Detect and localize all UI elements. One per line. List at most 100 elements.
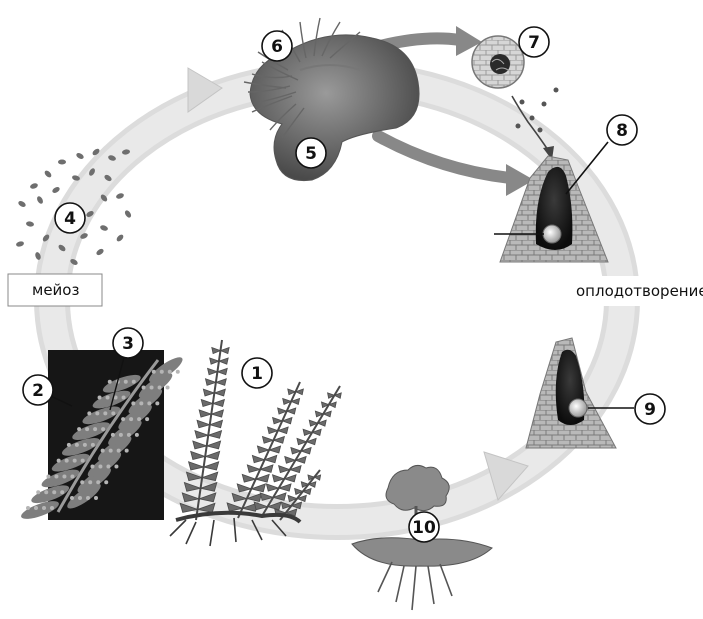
marker-6: 6 xyxy=(262,31,292,61)
marker-9: 9 xyxy=(635,394,665,424)
sorus xyxy=(109,449,113,453)
fern-pinna xyxy=(213,399,225,406)
sorus xyxy=(90,464,94,468)
marker-number: 4 xyxy=(64,209,76,229)
fern-pinna xyxy=(208,431,221,439)
marker-5: 5 xyxy=(296,138,326,168)
sorus xyxy=(67,443,71,447)
sorus xyxy=(34,506,38,510)
marker-8: 8 xyxy=(607,115,637,145)
fern-pinna xyxy=(211,410,223,417)
fern-pinna xyxy=(242,474,255,482)
sorus xyxy=(91,443,95,447)
sorus xyxy=(176,370,180,374)
sorus xyxy=(111,411,115,415)
sorus xyxy=(150,386,154,390)
sorus xyxy=(62,474,66,478)
sorus xyxy=(75,443,79,447)
sorus xyxy=(65,459,69,463)
marker-number: 10 xyxy=(412,518,436,538)
marker-number: 7 xyxy=(528,33,540,53)
sorus xyxy=(96,480,100,484)
sorus xyxy=(77,427,81,431)
sorus xyxy=(147,401,151,405)
antheridium-with-sperm xyxy=(472,36,524,88)
marker-number: 9 xyxy=(644,400,656,420)
sorus xyxy=(124,380,128,384)
meiosis-label: мейоз xyxy=(32,281,79,299)
sorus xyxy=(101,449,105,453)
sorus xyxy=(125,449,129,453)
sorus xyxy=(26,506,30,510)
fern-pinna xyxy=(207,441,221,449)
sorus xyxy=(119,433,123,437)
fern-pinna xyxy=(208,368,218,374)
marker-number: 8 xyxy=(616,121,628,141)
fern-pinna xyxy=(197,420,210,427)
sorus xyxy=(95,411,99,415)
fern-pinna xyxy=(201,399,213,406)
marker-4: 4 xyxy=(55,203,85,233)
marker-number: 1 xyxy=(251,364,263,384)
sorus xyxy=(155,401,159,405)
sorus xyxy=(121,417,125,421)
sorus xyxy=(98,396,102,400)
marker-number: 6 xyxy=(271,37,283,57)
sorus xyxy=(129,417,133,421)
fern-pinna xyxy=(205,451,220,459)
sorus xyxy=(145,417,149,421)
sorus xyxy=(94,496,98,500)
sorus xyxy=(142,386,146,390)
sorus xyxy=(103,411,107,415)
sorus xyxy=(54,474,58,478)
fern-pinna xyxy=(237,484,251,492)
fern-pinna xyxy=(189,462,204,470)
sorus xyxy=(57,459,61,463)
fern-pinna xyxy=(203,389,214,396)
marker-number: 3 xyxy=(122,334,134,354)
fern-pinna xyxy=(210,420,223,427)
sorus xyxy=(108,380,112,384)
sorus xyxy=(158,386,162,390)
sorus xyxy=(80,480,84,484)
sorus xyxy=(70,496,74,500)
fern-pinna xyxy=(199,410,211,417)
sorus xyxy=(98,464,102,468)
fern-pinna xyxy=(214,389,225,396)
marker-7: 7 xyxy=(519,27,549,57)
sorus xyxy=(135,433,139,437)
sorus xyxy=(111,433,115,437)
sorus xyxy=(88,480,92,484)
sorus xyxy=(36,490,40,494)
sorus xyxy=(42,506,46,510)
fern-pinna xyxy=(204,462,219,470)
meiosis-label-box: мейоз xyxy=(8,274,102,306)
sorus xyxy=(139,401,143,405)
sorus xyxy=(132,380,136,384)
sorus xyxy=(152,370,156,374)
fertilization-label-box: оплодотворение xyxy=(572,276,703,306)
sorus xyxy=(127,433,131,437)
sorus xyxy=(166,386,170,390)
sorus xyxy=(85,427,89,431)
fern-pinna xyxy=(195,431,208,439)
sorus xyxy=(44,490,48,494)
marker-number: 5 xyxy=(305,144,317,164)
marker-2: 2 xyxy=(23,375,53,405)
sorus xyxy=(73,459,77,463)
sorus xyxy=(50,506,54,510)
sorus xyxy=(137,417,141,421)
sorus xyxy=(160,370,164,374)
sorus xyxy=(106,396,110,400)
fern-pinna xyxy=(193,441,207,449)
fern-pinna xyxy=(216,379,226,386)
fern-pinna xyxy=(205,379,215,386)
sorus xyxy=(83,443,87,447)
sorus xyxy=(104,480,108,484)
sorus xyxy=(117,449,121,453)
sorus xyxy=(122,396,126,400)
fertilization-label: оплодотворение xyxy=(576,282,703,300)
sorus xyxy=(114,464,118,468)
sorus xyxy=(87,411,91,415)
